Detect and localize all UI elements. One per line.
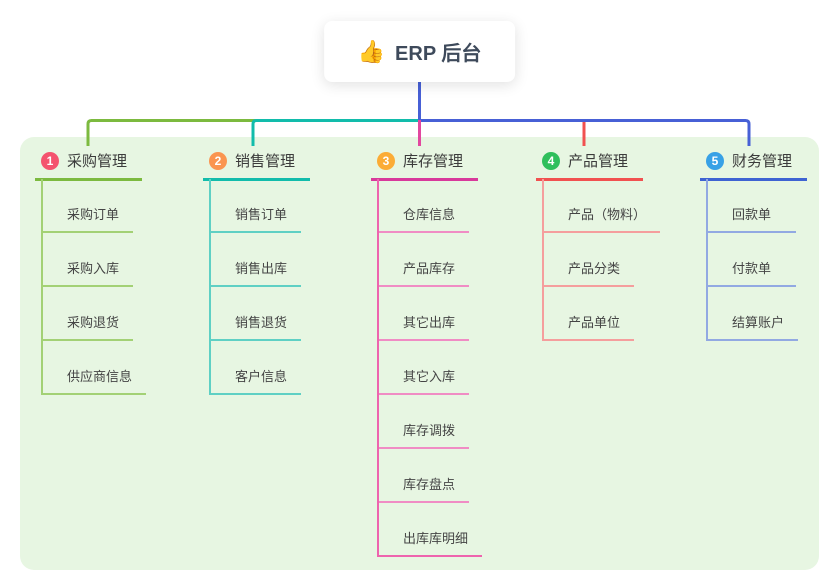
bus-line-sales (251, 119, 419, 146)
tree-node[interactable]: 产品（物料） (544, 179, 661, 233)
branch-head-sales[interactable]: 2 销售管理 (203, 146, 310, 181)
badge-2: 2 (209, 151, 227, 170)
tree-node[interactable]: 采购订单 (43, 179, 134, 233)
branch-purchasing: 1 采购管理 采购订单 采购入库 采购退货 供应商信息 (35, 146, 147, 395)
branch-title-finance: 财务管理 (732, 153, 793, 170)
branch-inventory: 3 库存管理 仓库信息 产品库存 其它出库 其它入库 库存调拨 库存盘点 出库库… (371, 146, 483, 557)
branch-children-purchasing: 采购订单 采购入库 采购退货 供应商信息 (41, 179, 147, 395)
tree-node[interactable]: 其它出库 (379, 287, 470, 341)
badge-3: 3 (377, 151, 395, 170)
branch-children-finance: 回款单 付款单 结算账户 (706, 179, 799, 341)
branch-sales: 2 销售管理 销售订单 销售出库 销售退货 客户信息 (203, 146, 310, 395)
branch-children-product: 产品（物料） 产品分类 产品单位 (542, 179, 661, 341)
branch-children-sales: 销售订单 销售出库 销售退货 客户信息 (209, 179, 302, 395)
root-node-label: ERP 后台 (395, 43, 482, 65)
tree-node[interactable]: 其它入库 (379, 341, 470, 395)
branch-title-inventory: 库存管理 (403, 153, 464, 170)
branch-finance: 5 财务管理 回款单 付款单 结算账户 (700, 146, 807, 341)
branch-title-sales: 销售管理 (235, 153, 296, 170)
branch-children-inventory: 仓库信息 产品库存 其它出库 其它入库 库存调拨 库存盘点 出库库明细 (377, 179, 483, 557)
branch-product: 4 产品管理 产品（物料） 产品分类 产品单位 (536, 146, 661, 341)
tree-node[interactable]: 产品库存 (379, 233, 470, 287)
bus-line-finance (418, 119, 751, 146)
branch-head-finance[interactable]: 5 财务管理 (700, 146, 807, 181)
tree-node[interactable]: 采购退货 (43, 287, 134, 341)
root-node[interactable]: 👍 ERP 后台 (323, 21, 516, 82)
tree-node[interactable]: 仓库信息 (379, 179, 470, 233)
tree-node[interactable]: 回款单 (708, 179, 796, 233)
tree-node[interactable]: 付款单 (708, 233, 796, 287)
branch-head-product[interactable]: 4 产品管理 (536, 146, 643, 181)
branches-panel (20, 137, 819, 570)
thumbs-up-icon: 👍 (357, 38, 386, 64)
tree-node[interactable]: 供应商信息 (43, 341, 147, 395)
tree-node[interactable]: 产品单位 (544, 287, 635, 341)
tree-node[interactable]: 客户信息 (211, 341, 302, 395)
tree-node[interactable]: 销售出库 (211, 233, 302, 287)
tree-node[interactable]: 采购入库 (43, 233, 134, 287)
tree-node[interactable]: 库存盘点 (379, 449, 470, 503)
badge-1: 1 (41, 151, 59, 170)
tree-node[interactable]: 销售订单 (211, 179, 302, 233)
branch-title-purchasing: 采购管理 (67, 153, 128, 170)
tree-node[interactable]: 产品分类 (544, 233, 635, 287)
bus-line-purchasing (86, 119, 419, 146)
tree-node[interactable]: 库存调拨 (379, 395, 470, 449)
branch-title-product: 产品管理 (568, 153, 629, 170)
tree-node[interactable]: 销售退货 (211, 287, 302, 341)
branch-head-inventory[interactable]: 3 库存管理 (371, 146, 478, 181)
branch-head-purchasing[interactable]: 1 采购管理 (35, 146, 142, 181)
tree-node[interactable]: 出库库明细 (379, 503, 483, 557)
badge-5: 5 (706, 151, 724, 170)
tree-node[interactable]: 结算账户 (708, 287, 799, 341)
badge-4: 4 (542, 151, 560, 170)
